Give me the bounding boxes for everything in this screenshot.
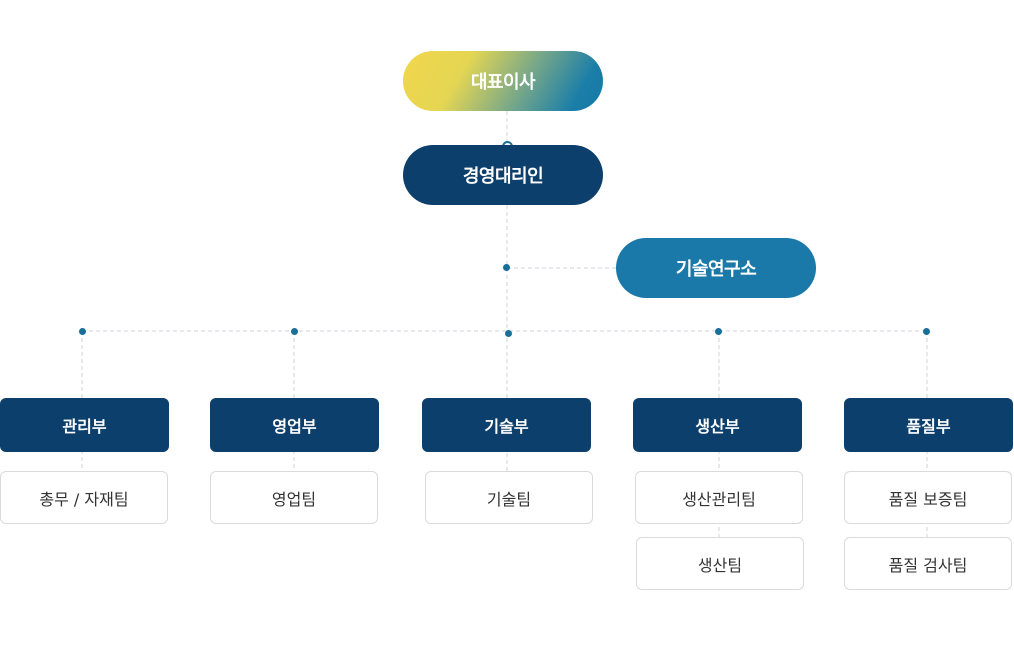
admin-junction-dot xyxy=(79,328,86,335)
executive-node: 경영대리인 xyxy=(403,145,603,205)
department-sales: 영업부 xyxy=(210,398,379,452)
team-production: 생산팀 xyxy=(636,537,804,590)
team-tech: 기술팀 xyxy=(425,471,593,524)
ceo-node: 대표이사 xyxy=(403,51,603,111)
team-general-materials: 총무 / 자재팀 xyxy=(0,471,168,524)
quality-junction-dot xyxy=(923,328,930,335)
team-quality-assurance: 품질 보증팀 xyxy=(844,471,1012,524)
department-tech: 기술부 xyxy=(422,398,591,452)
research-lab-node: 기술연구소 xyxy=(616,238,816,298)
department-quality: 품질부 xyxy=(844,398,1013,452)
production-junction-dot xyxy=(715,328,722,335)
department-admin: 관리부 xyxy=(0,398,169,452)
lab-junction-dot xyxy=(503,264,510,271)
team-quality-inspection: 품질 검사팀 xyxy=(844,537,1012,590)
tech-junction-dot xyxy=(505,330,512,337)
sales-junction-dot xyxy=(291,328,298,335)
team-sales: 영업팀 xyxy=(210,471,378,524)
department-production: 생산부 xyxy=(633,398,802,452)
team-production-management: 생산관리팀 xyxy=(635,471,803,524)
